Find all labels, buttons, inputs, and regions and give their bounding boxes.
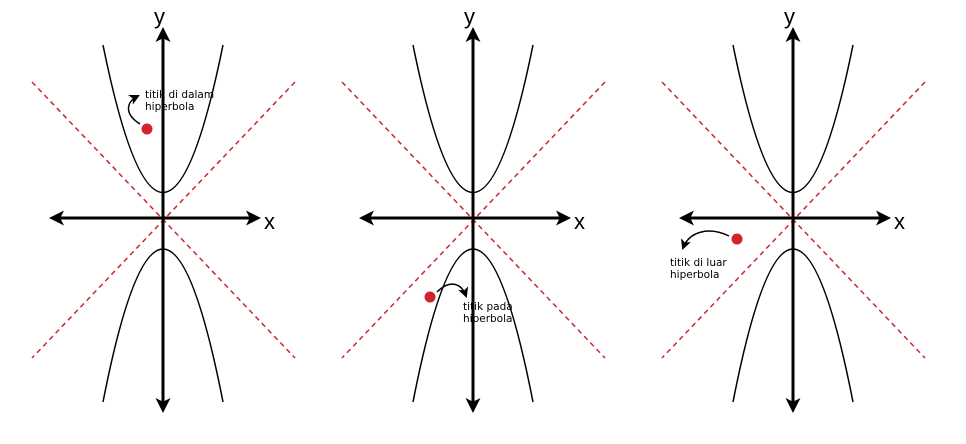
- x-axis-label: x: [264, 209, 275, 234]
- point-on: [424, 291, 436, 303]
- panel-on: y x titik pada hiperbola: [341, 4, 606, 413]
- panel-outside: y x titik di luar hiperbola: [661, 4, 926, 413]
- annotation-line-1: titik di luar: [670, 257, 727, 269]
- annotation-line-1: titik di dalam: [145, 89, 214, 101]
- x-axis-label: x: [574, 209, 585, 234]
- y-axis-label: y: [154, 4, 165, 29]
- y-axis-label: y: [464, 4, 475, 29]
- annotation-line-2: hiperbola: [145, 101, 194, 113]
- annotation-arrow: [681, 230, 730, 250]
- annotation-line-1: titik pada: [463, 301, 513, 313]
- annotation-arrow: [127, 95, 141, 125]
- x-axis-label: x: [894, 209, 905, 234]
- panel-inside: y x titik di dalam hiperbola: [31, 4, 296, 413]
- point-outside: [731, 233, 743, 245]
- annotation-arrow: [436, 283, 469, 298]
- y-axis-label: y: [784, 4, 795, 29]
- annotation-line-2: hiperbola: [463, 313, 512, 325]
- point-inside: [141, 123, 153, 135]
- annotation-line-2: hiperbola: [670, 269, 719, 281]
